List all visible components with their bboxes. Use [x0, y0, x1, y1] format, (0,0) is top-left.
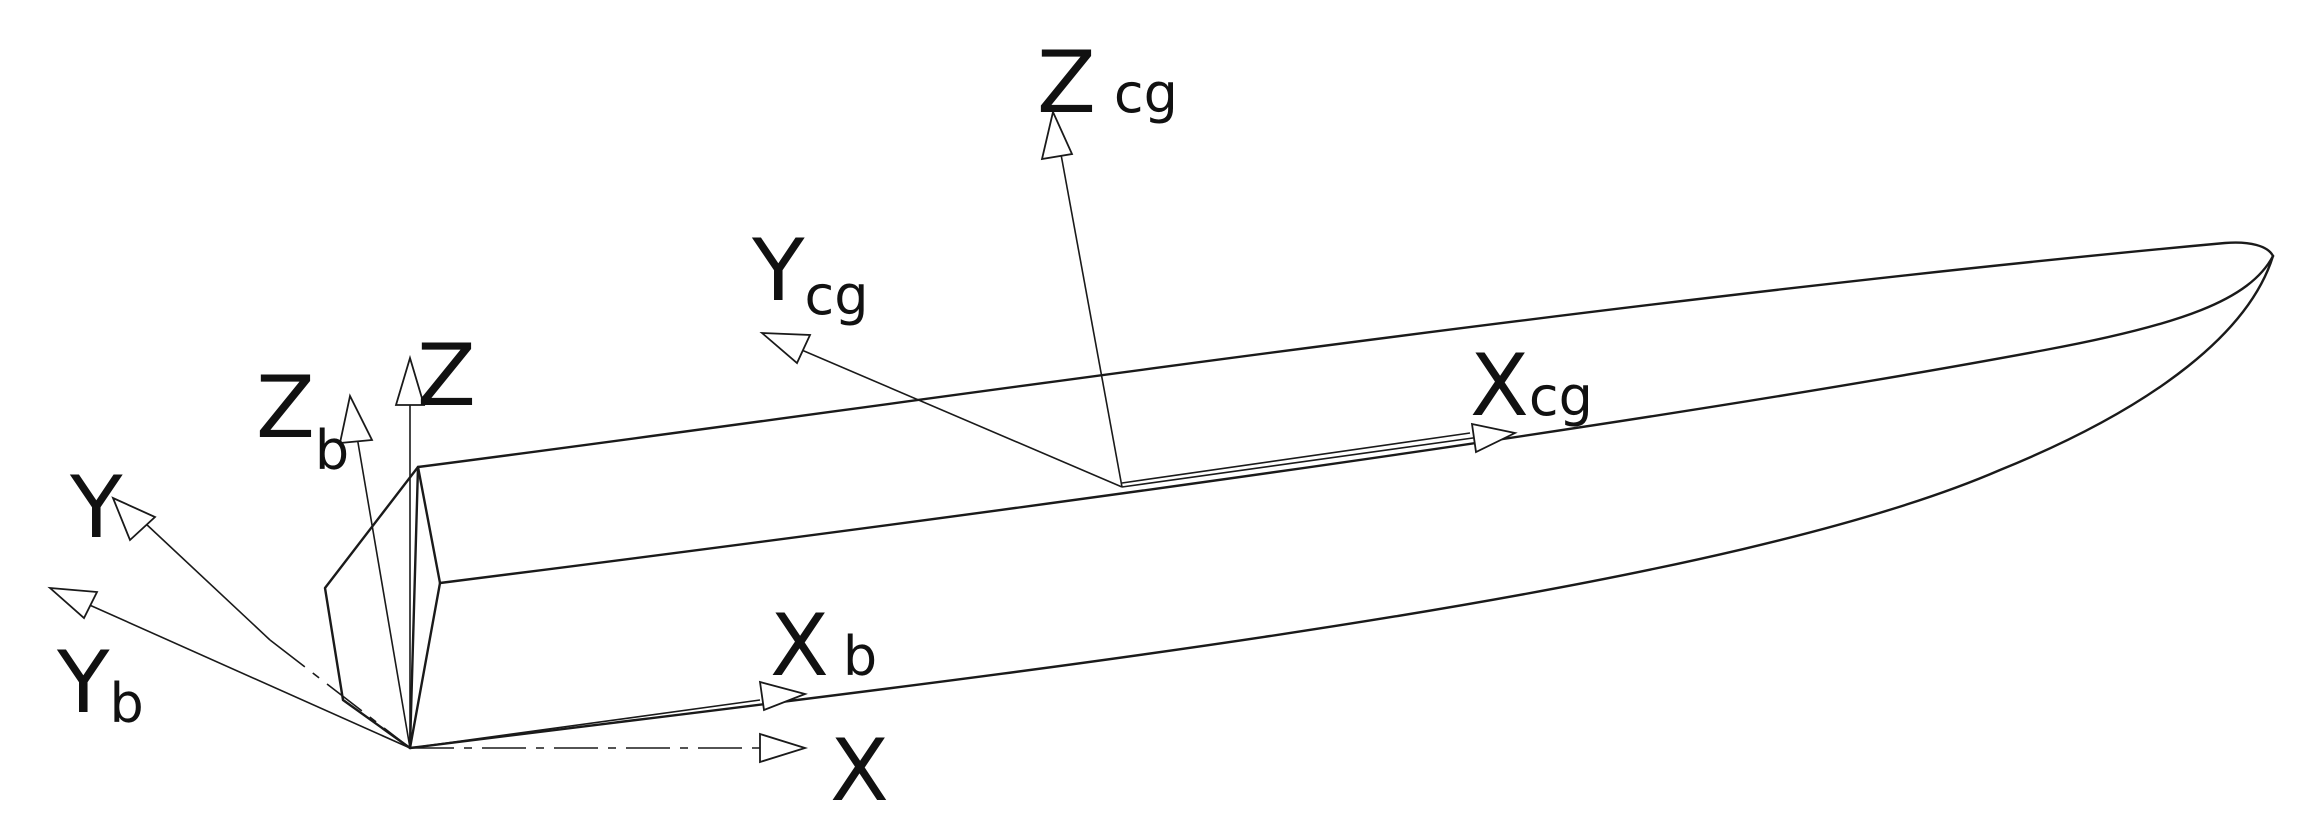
z-b-arrowhead — [338, 393, 374, 445]
y-cg-arrowhead — [759, 331, 812, 365]
x-cg-axis — [1121, 436, 1481, 488]
y-b-axis — [84, 602, 411, 749]
y-cg-axis — [789, 344, 1123, 488]
x-cg-axis-shadow — [1121, 432, 1471, 484]
x-cg-arrowhead — [1470, 422, 1518, 454]
z-b-axis — [354, 424, 411, 749]
z-b-label: Zb — [256, 358, 349, 482]
hull-transom — [323, 465, 442, 750]
y-label: Y — [69, 458, 123, 558]
y-b-label: Yb — [56, 633, 144, 735]
y-axis-solid — [144, 522, 271, 641]
z-cg-axis — [1057, 137, 1123, 488]
axes — [47, 109, 1518, 764]
x-b-axis — [409, 699, 761, 749]
x-arrowhead — [759, 732, 809, 764]
z-arrowhead — [394, 354, 426, 406]
hull-deck-line — [416, 241, 2275, 469]
y-axis-dashed — [269, 639, 411, 749]
x-label: X — [830, 721, 889, 821]
hull-keel-line — [408, 254, 2275, 750]
z-cg-arrowhead — [1040, 109, 1074, 161]
z-label: Z — [417, 326, 476, 426]
hull — [323, 241, 2275, 750]
hull-chine-line — [438, 254, 2275, 585]
y-cg-label: Ycg — [751, 221, 869, 327]
x-b-arrowhead — [758, 680, 808, 712]
y-arrowhead — [111, 496, 157, 542]
hull-transom-centerline — [408, 465, 420, 750]
x-cg-label: Xcg — [1470, 336, 1593, 436]
y-b-arrowhead — [47, 586, 99, 620]
